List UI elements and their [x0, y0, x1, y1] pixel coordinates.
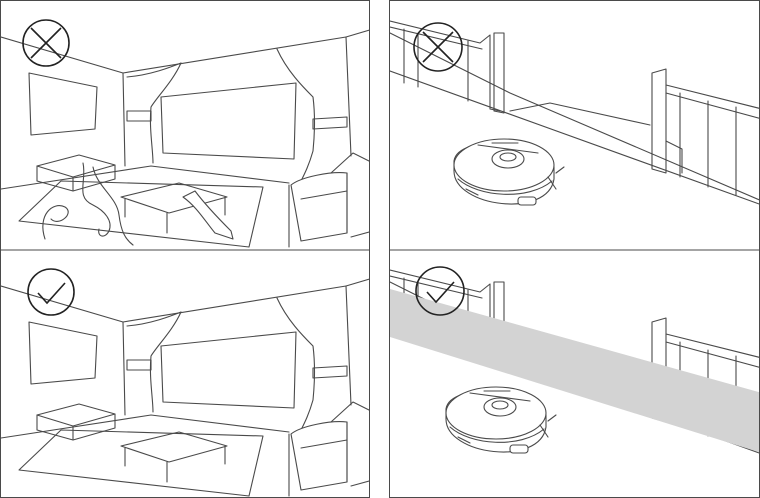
- cluttered-room-illustration: [1, 29, 370, 247]
- robot-vacuum: [454, 139, 564, 205]
- robot-vacuum: [446, 387, 556, 453]
- clear-room-illustration: [1, 278, 370, 496]
- check-circle-icon: [28, 269, 74, 315]
- living-room-panel: [0, 0, 370, 498]
- stairs-unprotected-illustration: [390, 21, 760, 205]
- stairs-panel: [389, 0, 760, 498]
- cross-circle-icon: [23, 20, 69, 66]
- stairs-protected-illustration: [390, 270, 760, 454]
- cross-circle-icon: [414, 23, 462, 71]
- floor-cable: [43, 206, 68, 239]
